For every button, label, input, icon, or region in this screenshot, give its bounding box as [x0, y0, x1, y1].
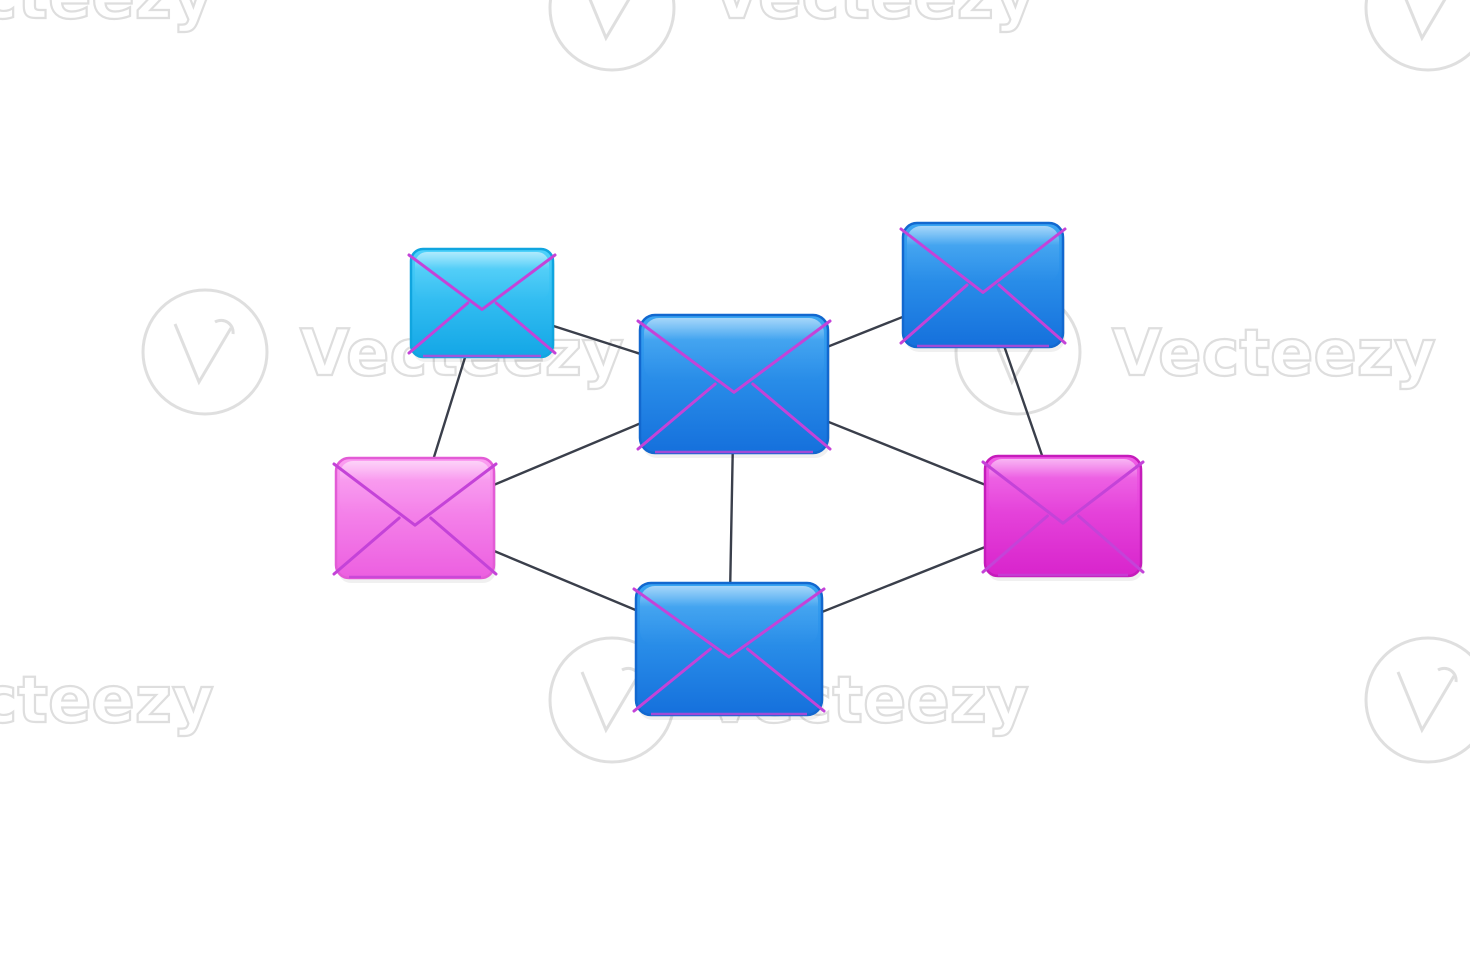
- watermark-logo-icon: [1364, 636, 1470, 764]
- mail-envelope-icon: [899, 221, 1067, 352]
- mail-envelope-icon: [636, 313, 832, 458]
- envelope-nodes: [332, 221, 1145, 720]
- envelope-top-left: [407, 247, 557, 362]
- watermark-logo-icon: [548, 0, 676, 72]
- envelope-mid-right: [981, 454, 1145, 581]
- watermark-text: Vecteezy: [1112, 317, 1436, 391]
- mail-envelope-icon: [332, 456, 498, 583]
- watermark-text: Vecteezy: [712, 0, 1036, 34]
- envelope-mid-left: [332, 456, 498, 583]
- watermark-logo-icon: [1364, 0, 1470, 72]
- envelope-center: [636, 313, 832, 458]
- mail-envelope-icon: [981, 454, 1145, 581]
- envelope-bottom: [632, 581, 826, 720]
- watermark-text: Vecteezy: [0, 664, 214, 738]
- watermark-logo-icon: [141, 288, 269, 416]
- mail-envelope-icon: [407, 247, 557, 362]
- mail-envelope-icon: [632, 581, 826, 720]
- envelope-top-right: [899, 221, 1067, 352]
- watermark-text: Vecteezy: [0, 0, 214, 34]
- watermark-layer: VecteezyVecteezyVecteezyVecteezyVecteezy…: [0, 0, 1470, 764]
